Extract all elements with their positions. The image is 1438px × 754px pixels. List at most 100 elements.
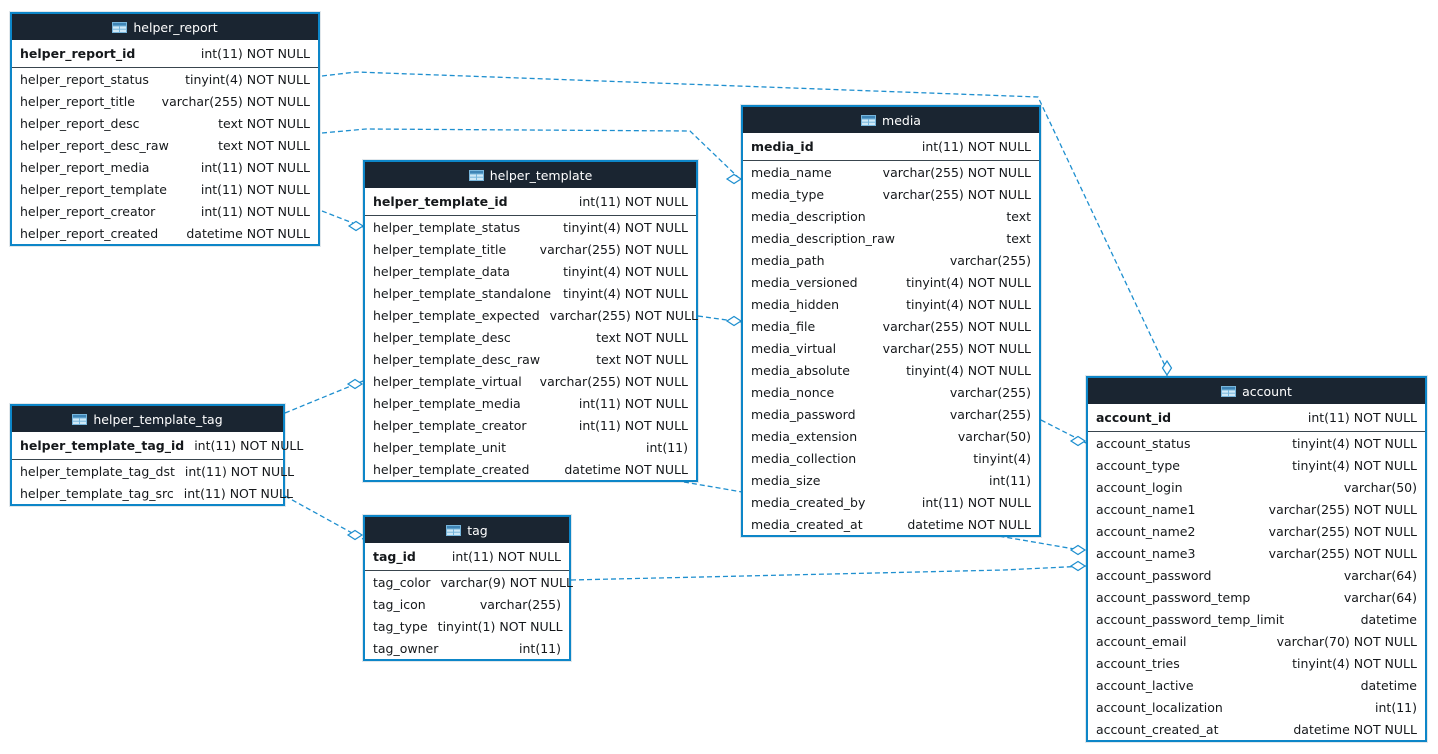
column-name: tag_id	[373, 549, 416, 564]
table-media[interactable]: media media_id int(11) NOT NULL media_na…	[741, 105, 1041, 537]
column-name: media_description_raw	[751, 230, 895, 246]
column-name: account_password	[1096, 567, 1212, 583]
table-account[interactable]: account account_id int(11) NOT NULL acco…	[1086, 376, 1427, 742]
column-name: helper_template_title	[373, 241, 507, 257]
column-type: varchar(255) NOT NULL	[549, 307, 698, 323]
column-name: media_file	[751, 318, 816, 334]
table-header[interactable]: account	[1088, 378, 1425, 404]
column-type: int(11) NOT NULL	[200, 181, 310, 197]
relationship-line-tag-account[interactable]	[570, 565, 1087, 581]
relationship-line-helper_template_tag-helper_template[interactable]	[284, 380, 364, 414]
column-type: varchar(255) NOT NULL	[1268, 545, 1417, 561]
table-helper_template_tag[interactable]: helper_template_tag helper_template_tag_…	[10, 404, 303, 506]
table-header[interactable]: tag	[365, 517, 569, 543]
table-helper_report[interactable]: helper_report helper_report_id int(11) N…	[10, 12, 320, 246]
column-type: int(11) NOT NULL	[578, 194, 688, 209]
column-type: varchar(255) NOT NULL	[882, 164, 1031, 180]
primary-key-row[interactable]: helper_report_id int(11) NOT NULL	[12, 40, 318, 68]
column-type: varchar(255) NOT NULL	[882, 186, 1031, 202]
relationship-diamond-helper_template_tag-tag	[346, 529, 364, 541]
column-row[interactable]: media_file varchar(255) NOT NULL	[743, 315, 1039, 337]
column-type: tinyint(4) NOT NULL	[563, 263, 688, 279]
relationship-line-helper_template_tag-tag[interactable]	[284, 495, 364, 540]
relationship-line-helper_report-media[interactable]	[321, 128, 742, 181]
column-name: account_lactive	[1096, 677, 1194, 693]
column-name: helper_template_creator	[373, 417, 527, 433]
table-helper_template[interactable]: helper_template helper_template_id int(1…	[363, 160, 698, 482]
column-type: tinyint(4)	[973, 450, 1031, 466]
column-type: int(11) NOT NULL	[921, 139, 1031, 154]
table-header[interactable]: helper_template	[365, 162, 696, 188]
table-header[interactable]: helper_template_tag	[12, 406, 283, 432]
primary-key-row[interactable]: helper_template_tag_id int(11) NOT NULL	[12, 432, 303, 460]
primary-key-row[interactable]: account_id int(11) NOT NULL	[1088, 404, 1425, 432]
primary-key-row[interactable]: tag_id int(11) NOT NULL	[365, 543, 569, 571]
primary-key-row[interactable]: helper_template_id int(11) NOT NULL	[365, 188, 696, 216]
primary-key-row[interactable]: media_id int(11) NOT NULL	[743, 133, 1039, 161]
column-type: varchar(255) NOT NULL	[882, 318, 1031, 334]
column-name: media_versioned	[751, 274, 858, 290]
relationship-diamond-media-account	[1069, 435, 1087, 447]
table-header[interactable]: helper_report	[12, 14, 318, 40]
column-type: text NOT NULL	[218, 137, 310, 153]
table-header[interactable]: media	[743, 107, 1039, 133]
